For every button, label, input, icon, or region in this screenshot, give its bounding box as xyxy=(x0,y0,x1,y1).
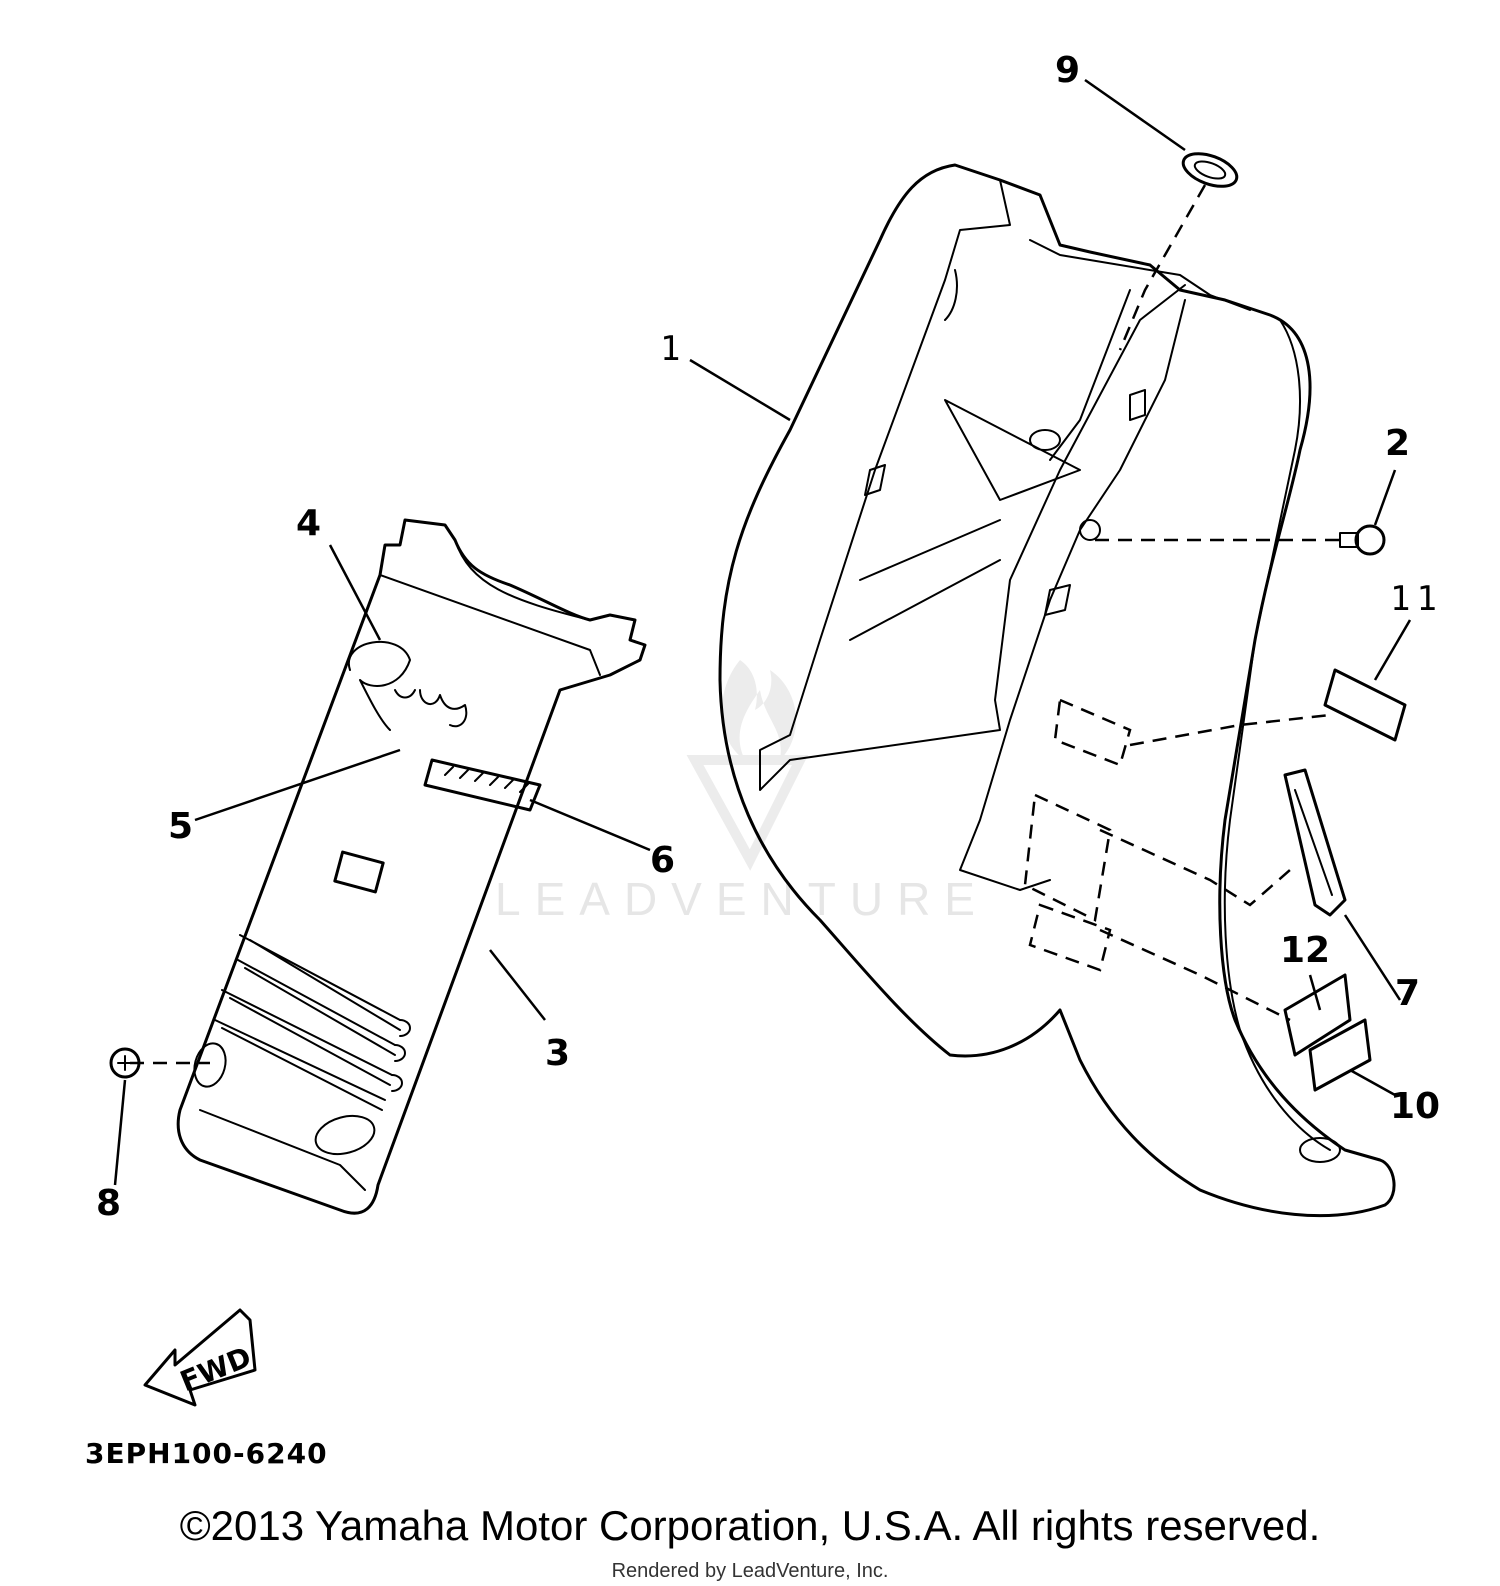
rendered-by-note: Rendered by LeadVenture, Inc. xyxy=(611,1560,889,1582)
callout-6: 6 xyxy=(650,840,675,881)
yamaha-badge xyxy=(423,758,542,812)
fwd-arrow: FWD xyxy=(143,1308,257,1407)
part-1-leg-shield xyxy=(718,163,1396,1218)
part-8-screw xyxy=(109,1047,141,1079)
part-9-grommet xyxy=(1181,152,1239,188)
callout-7: 7 xyxy=(1395,973,1420,1014)
copyright-notice: ©2013 Yamaha Motor Corporation, U.S.A. A… xyxy=(179,1502,1321,1549)
riva-script xyxy=(347,640,468,731)
leader-lines xyxy=(113,78,1412,1186)
watermark-text: LEADVENTURE xyxy=(495,873,989,925)
callout-1: 1 xyxy=(660,329,686,369)
callout-11: 11 xyxy=(1390,579,1443,619)
callout-labels: 9 1 2 11 7 12 10 4 5 6 3 8 xyxy=(96,50,1443,1224)
assembly-lines xyxy=(130,184,1340,1065)
callout-9: 9 xyxy=(1055,50,1080,91)
callout-4: 4 xyxy=(296,503,321,544)
part-2-bolt xyxy=(1339,524,1386,556)
fwd-label: FWD xyxy=(175,1340,255,1398)
diagram-code: 3EPH100-6240 xyxy=(85,1437,328,1470)
part-11-label xyxy=(1323,668,1407,742)
small-emblem xyxy=(333,850,385,894)
hidden-emblem-outlines xyxy=(1023,698,1132,972)
callout-8: 8 xyxy=(96,1183,121,1224)
part-3-front-cover xyxy=(176,518,647,1215)
callout-12: 12 xyxy=(1280,930,1330,971)
part-7-reflector xyxy=(1283,768,1347,917)
callout-2: 2 xyxy=(1385,423,1410,464)
callout-3: 3 xyxy=(545,1033,570,1074)
leadventure-watermark: LEADVENTURE xyxy=(495,660,989,925)
part-10-12-labels xyxy=(1283,973,1372,1092)
callout-5: 5 xyxy=(168,806,193,847)
callout-10: 10 xyxy=(1390,1086,1440,1127)
